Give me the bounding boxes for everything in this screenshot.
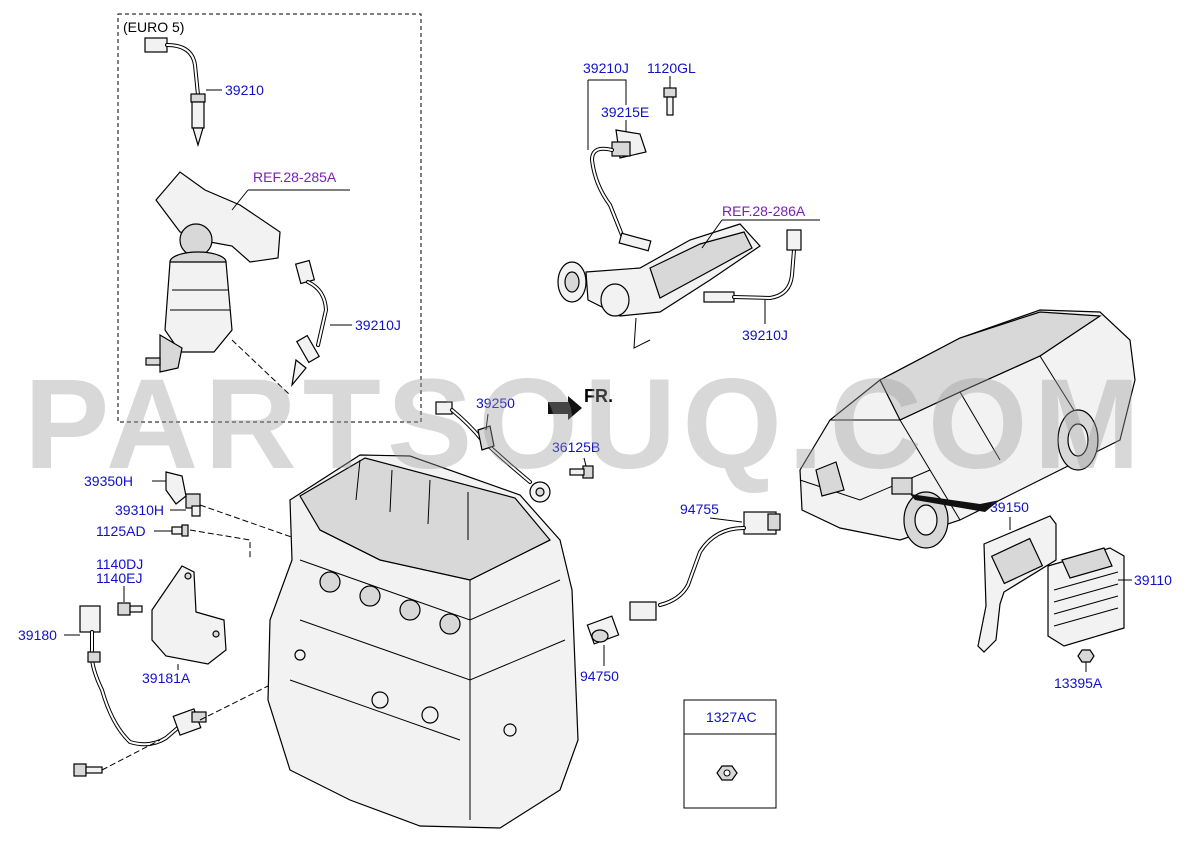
bracket-icon xyxy=(165,471,187,505)
watermark: PARTSOUQ.COM xyxy=(24,353,1146,496)
bolt-icon xyxy=(663,87,677,116)
reference-28-285a[interactable]: REF.28-285A xyxy=(253,169,337,185)
bolt-icon xyxy=(117,602,143,616)
direction-arrow-icon xyxy=(548,396,582,420)
harness-connector-icon xyxy=(629,511,781,621)
bolt-icon xyxy=(569,465,594,479)
nut-icon xyxy=(716,765,738,781)
oxygen-sensor-icon xyxy=(144,37,206,148)
oxygen-sensor-icon xyxy=(291,259,329,388)
label-39110[interactable]: 39110 xyxy=(1134,572,1172,588)
oxygen-sensor-icon xyxy=(589,129,652,252)
label-39210j-right[interactable]: 39210J xyxy=(742,327,788,343)
euro5-group-label: (EURO 5) xyxy=(123,19,184,35)
label-39210j-top[interactable]: 39210J xyxy=(583,60,629,76)
label-39310h[interactable]: 39310H xyxy=(115,502,164,518)
crankshaft-sensor-icon xyxy=(79,605,207,747)
catalytic-converter-icon xyxy=(145,171,281,373)
bolt-icon xyxy=(73,763,103,777)
label-39350h[interactable]: 39350H xyxy=(84,473,133,489)
engine-cover-icon xyxy=(151,565,227,665)
label-94755[interactable]: 94755 xyxy=(680,501,719,517)
inset-box-label[interactable]: 1327AC xyxy=(706,709,757,725)
label-39215e[interactable]: 39215E xyxy=(601,104,649,120)
label-39181a[interactable]: 39181A xyxy=(142,670,191,686)
engine-block-icon xyxy=(267,454,579,829)
oxygen-sensor-icon xyxy=(703,229,802,303)
label-39250[interactable]: 39250 xyxy=(476,395,515,411)
nut-icon xyxy=(1077,649,1095,663)
euro5-group-box xyxy=(117,13,422,423)
reference-28-286a[interactable]: REF.28-286A xyxy=(722,203,806,219)
label-1125ad[interactable]: 1125AD xyxy=(96,523,146,539)
label-1140ej[interactable]: 1140EJ xyxy=(96,570,142,586)
label-1120gl[interactable]: 1120GL xyxy=(647,60,696,76)
label-39150[interactable]: 39150 xyxy=(990,499,1029,515)
catalytic-converter-icon xyxy=(557,223,761,349)
label-94750[interactable]: 94750 xyxy=(580,668,619,684)
label-39210j-left[interactable]: 39210J xyxy=(355,317,401,333)
car-icon xyxy=(799,309,1136,549)
label-39180[interactable]: 39180 xyxy=(18,627,57,643)
label-13395a[interactable]: 13395A xyxy=(1054,675,1103,691)
label-1140dj[interactable]: 1140DJ xyxy=(96,556,143,572)
direction-arrow-icon xyxy=(910,494,1000,512)
label-39210[interactable]: 39210 xyxy=(225,82,264,98)
inset-box xyxy=(683,699,777,809)
bolt-icon xyxy=(171,524,189,537)
sensor-icon xyxy=(185,493,201,517)
direction-label: FR. xyxy=(584,386,613,406)
ecu-module-icon xyxy=(1047,547,1125,647)
ecu-bracket-icon xyxy=(977,515,1057,653)
sensor-icon xyxy=(586,615,620,645)
label-36125b[interactable]: 36125B xyxy=(552,439,600,455)
